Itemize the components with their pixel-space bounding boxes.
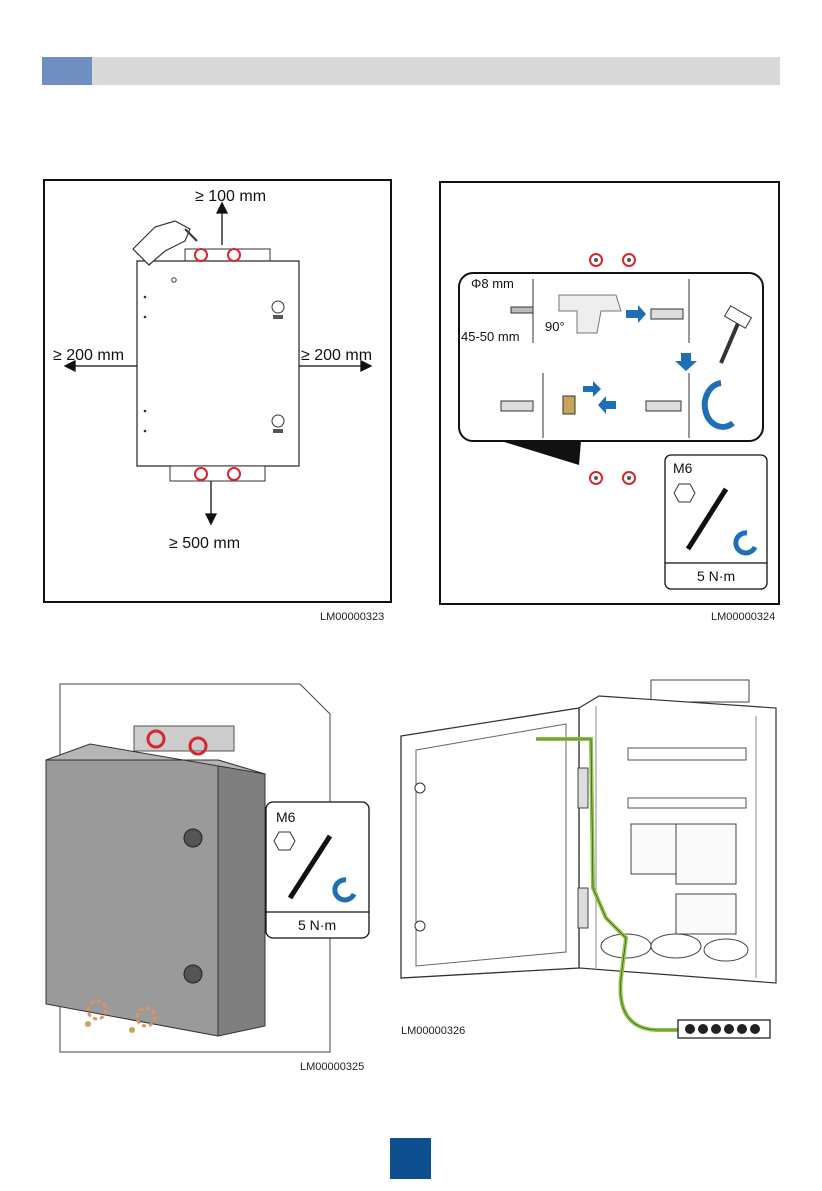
open-enclosure-drawing — [396, 678, 786, 1044]
clearance-diagram: ≥ 100 mm ≥ 200 mm ≥ 200 mm ≥ 500 mm — [45, 181, 390, 601]
clearance-top-label: ≥ 100 mm — [195, 188, 266, 205]
lock-icon — [272, 415, 284, 433]
figure-clearance-panel: ≥ 100 mm ≥ 200 mm ≥ 200 mm ≥ 500 mm — [43, 179, 392, 603]
marker-pair-bottom — [590, 472, 635, 484]
figure-id: LM00000326 — [401, 1025, 465, 1037]
figure-open-enclosure — [396, 678, 786, 1044]
hex-nut-icon — [674, 484, 695, 502]
section-header-tab — [42, 57, 92, 85]
figure-mounted-enclosure: M6 5 N·m — [40, 674, 380, 1054]
figure-anchor-panel: Φ8 mm 45-50 mm 90° — [439, 181, 780, 605]
bolt-size-label: M6 — [276, 809, 296, 825]
figure-id: LM00000323 — [320, 611, 384, 623]
bolt-size-label: M6 — [673, 460, 693, 476]
ground-bar — [678, 1020, 770, 1038]
page-number-marker — [390, 1138, 431, 1179]
mounted-enclosure-drawing: M6 5 N·m — [40, 674, 380, 1054]
hex-nut-icon — [274, 832, 295, 850]
section-header-bar — [42, 57, 780, 85]
torque-box: M6 5 N·m — [266, 802, 369, 938]
anchor-diagram: Φ8 mm 45-50 mm 90° — [441, 183, 778, 603]
clearance-bottom-label: ≥ 500 mm — [169, 535, 240, 552]
lock-icon — [272, 301, 284, 319]
torque-box: M6 5 N·m — [665, 455, 767, 589]
drill-depth-label: 45-50 mm — [461, 329, 520, 344]
figure-id: LM00000324 — [711, 611, 775, 623]
marker-pair-top — [590, 254, 635, 266]
drill-diameter-label: Φ8 mm — [471, 276, 514, 291]
clearance-right-label: ≥ 200 mm — [301, 347, 372, 364]
clearance-left-label: ≥ 200 mm — [53, 347, 124, 364]
torque-label: 5 N·m — [697, 568, 735, 584]
drill-angle-label: 90° — [545, 319, 565, 334]
figure-id: LM00000325 — [300, 1061, 364, 1073]
torque-label: 5 N·m — [298, 917, 336, 933]
